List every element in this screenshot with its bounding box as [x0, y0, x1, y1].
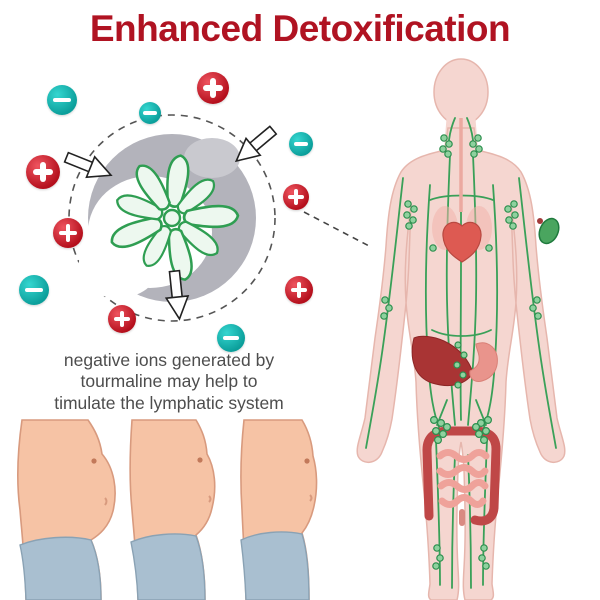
minus-icon [217, 324, 245, 352]
weight-loss-stage-3 [240, 419, 318, 600]
caption-line-2: tourmaline may help to [80, 371, 258, 392]
nipple [304, 458, 310, 464]
page-title: Enhanced Detoxification [89, 8, 511, 49]
small-intestine-organ [436, 449, 490, 508]
minus-icon [139, 102, 161, 124]
briefs [130, 533, 206, 600]
plus-icon [53, 218, 83, 248]
navel [309, 494, 313, 502]
stomach-organ [469, 342, 498, 382]
plus-icon [26, 155, 60, 189]
caption-line-1: negative ions generated by [63, 350, 275, 370]
weight-loss-stage-2 [129, 419, 216, 600]
lymph-capillary-diagram [61, 114, 281, 322]
caption: negative ions generated by tourmaline ma… [0, 350, 338, 414]
lymph-node-magnified [537, 217, 560, 245]
nipple [91, 458, 97, 464]
human-body-figure [356, 58, 566, 600]
organs [411, 118, 560, 526]
minus-icon [289, 132, 313, 156]
large-intestine-organ [422, 426, 501, 526]
plus-icon [283, 184, 309, 210]
weight-loss-stage-1 [17, 419, 116, 600]
briefs [240, 531, 310, 600]
minus-icon [19, 275, 49, 305]
plus-icon [108, 305, 136, 333]
connector-dashed-line [303, 211, 372, 248]
caption-line-3: timulate the lymphatic system [54, 392, 284, 413]
plus-icon [285, 276, 313, 304]
navel [208, 495, 212, 503]
weight-loss-figures [17, 419, 318, 600]
minus-icon [47, 85, 77, 115]
briefs [19, 536, 102, 600]
lymph-node-clusters [380, 134, 542, 570]
heart-organ [442, 221, 482, 263]
navel [104, 497, 108, 506]
plus-icon [197, 72, 229, 104]
nipple [197, 457, 203, 463]
